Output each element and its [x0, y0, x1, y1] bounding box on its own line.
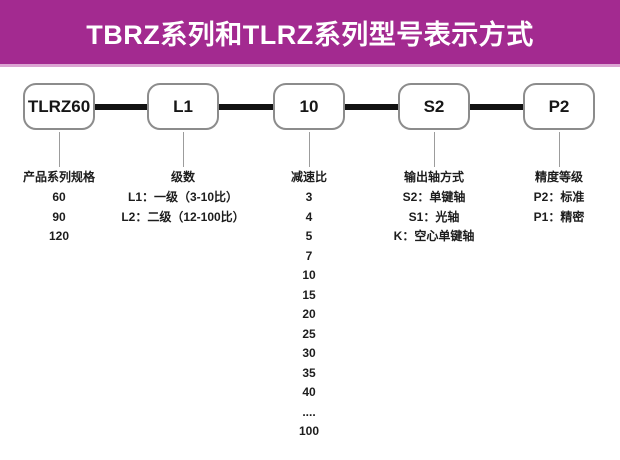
column-output-shaft: S2 输出轴方式 S2：单键轴 S1：光轴 K：空心单键轴 [359, 83, 509, 247]
column-header: 减速比 [290, 170, 327, 184]
column-item: 25 [302, 326, 316, 341]
connector-line [95, 104, 148, 110]
column-item: 10 [302, 268, 316, 282]
column-stages: L1 级数 L1：一级（3-10比） L2：二级（12-100比） [108, 83, 258, 227]
column-item: 3 [305, 190, 313, 204]
column-item: 4 [305, 209, 313, 224]
column-item: P2：标准 [533, 190, 585, 204]
column-item: 100 [298, 424, 320, 438]
column-item: 60 [52, 190, 66, 204]
column-item: P1：精密 [533, 209, 585, 224]
column-item-list: S2：单键轴 S1：光轴 K：空心单键轴 [359, 188, 509, 247]
column-item: 20 [302, 307, 316, 321]
column-header: 产品系列规格 [22, 170, 95, 184]
column-header: 输出轴方式 [403, 170, 464, 184]
column-item-list: P2：标准 P1：精密 [484, 188, 620, 227]
column-item-list: L1：一级（3-10比） L2：二级（12-100比） [108, 188, 258, 227]
column-item: 35 [302, 365, 316, 380]
column-item: .... [302, 404, 316, 419]
model-box-series: TLRZ60 [23, 83, 95, 130]
column-product-series: TLRZ60 产品系列规格 60 90 120 [0, 83, 134, 247]
model-code-diagram: TLRZ60 产品系列规格 60 90 120 L1 级数 L1：一级（3-10比）… [0, 67, 620, 460]
column-header: 精度等级 [534, 170, 583, 184]
column-item: 5 [305, 229, 313, 243]
drop-line [308, 132, 310, 167]
column-item-list: 3 4 5 7 10 15 20 25 30 35 40.... 100 [234, 188, 384, 442]
page-title: TBRZ系列和TLRZ系列型号表示方式 [86, 19, 534, 50]
connector-line [345, 104, 398, 110]
model-box-shaft: S2 [398, 83, 470, 130]
connector-line [219, 104, 274, 110]
column-header: 级数 [170, 170, 195, 184]
connector-line [470, 104, 524, 110]
drop-line [58, 132, 60, 167]
drop-line [182, 132, 184, 167]
column-item: L1：一级（3-10比） [127, 190, 239, 204]
column-ratio: 10 减速比 3 4 5 7 10 15 20 25 30 35 40.... 100 [234, 83, 384, 442]
column-item: 40 [302, 385, 316, 399]
column-item: S1：光轴 [408, 209, 460, 224]
drop-line [558, 132, 560, 167]
column-item: 7 [305, 248, 313, 263]
column-item: 120 [48, 229, 70, 243]
model-box-stage: L1 [147, 83, 219, 130]
column-item: 15 [302, 287, 316, 302]
column-item: 30 [302, 346, 316, 360]
column-item-list: 60 90 120 [0, 188, 134, 247]
model-box-ratio: 10 [273, 83, 345, 130]
column-item: L2：二级（12-100比） [121, 209, 245, 224]
column-item: K：空心单键轴 [393, 229, 475, 243]
column-item: 90 [52, 209, 66, 224]
drop-line [433, 132, 435, 167]
title-bar: TBRZ系列和TLRZ系列型号表示方式 [0, 0, 620, 67]
column-item: S2：单键轴 [402, 190, 466, 204]
model-box-precision: P2 [523, 83, 595, 130]
column-precision: P2 精度等级 P2：标准 P1：精密 [484, 83, 620, 227]
